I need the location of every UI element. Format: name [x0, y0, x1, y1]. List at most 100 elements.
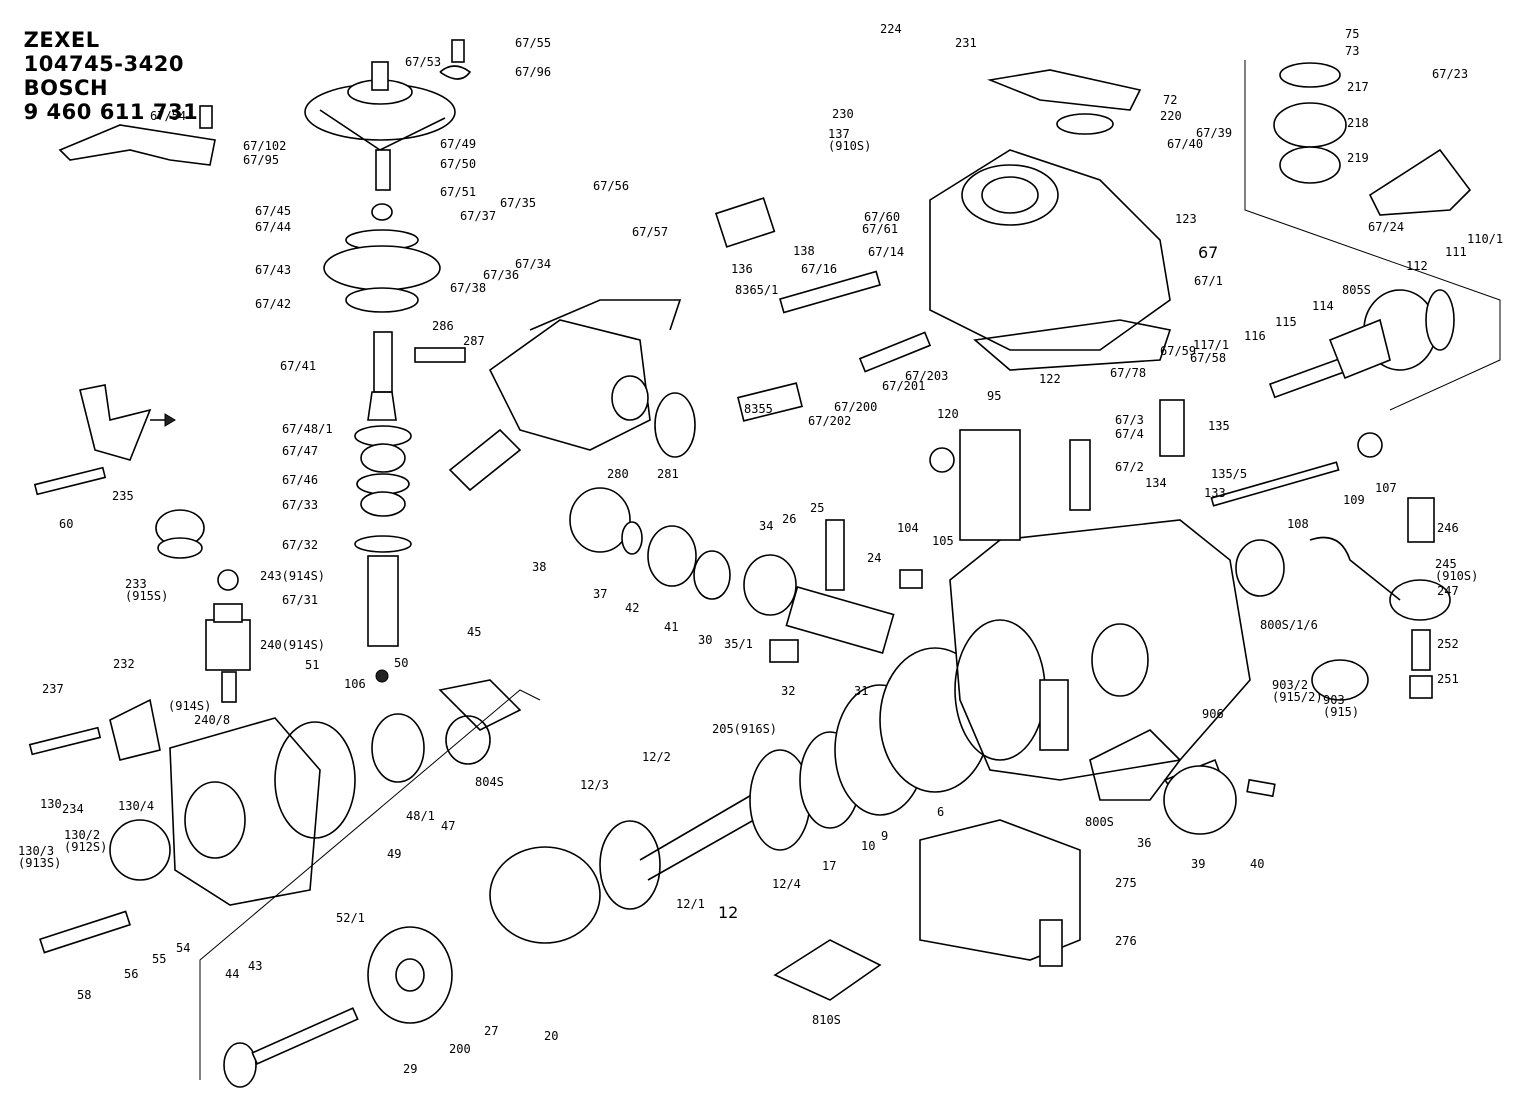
callout-231: 231	[955, 36, 977, 50]
callout-219: 219	[1347, 151, 1369, 165]
maker-bosch: BOSCH	[23, 76, 109, 100]
callout-25: 25	[810, 501, 824, 515]
callout-12-3: 12/3	[580, 778, 609, 792]
lever-housing-assembly	[414, 299, 696, 492]
callout-135-5: 135/5	[1211, 467, 1247, 481]
callout-73: 73	[1345, 44, 1359, 58]
callout-122: 122	[1039, 372, 1061, 386]
callout-44: 44	[225, 967, 239, 981]
governor-cover-assembly	[58, 39, 472, 683]
callout-26: 26	[782, 512, 796, 526]
callout-112: 112	[1406, 259, 1428, 273]
callout-109: 109	[1343, 493, 1365, 507]
callout-111: 111	[1445, 245, 1467, 259]
callout-37: 37	[593, 587, 607, 601]
callout-67-31: 67/31	[282, 593, 318, 607]
callout-105: 105	[932, 534, 954, 548]
right-side-parts	[1159, 289, 1455, 835]
pump-body-front-left	[28, 679, 522, 954]
callout-67-36: 67/36	[483, 268, 519, 282]
callout-116: 116	[1244, 329, 1266, 343]
callout-108: 108	[1287, 517, 1309, 531]
callout--914S: (914S)	[168, 699, 211, 713]
callout-75: 75	[1345, 27, 1359, 41]
callout-67-40: 67/40	[1167, 137, 1203, 151]
group-label-12: 12	[718, 903, 738, 922]
callout-27: 27	[484, 1024, 498, 1038]
callout-117-1: 117/1	[1193, 338, 1229, 352]
callout-67-58: 67/58	[1190, 351, 1226, 365]
callout-237: 237	[42, 682, 64, 696]
callout-903-2-915-2: 903/2(915/2)	[1272, 678, 1323, 704]
callout-67-53: 67/53	[405, 55, 441, 69]
callout-123: 123	[1175, 212, 1197, 226]
upper-head-assembly	[714, 62, 1472, 422]
callout-67-16: 67/16	[801, 262, 837, 276]
frame-line-right	[1244, 60, 1501, 411]
callout-36: 36	[1137, 836, 1151, 850]
callout-67-48-1: 67/48/1	[282, 422, 333, 436]
callout-67-41: 67/41	[280, 359, 316, 373]
callout-49: 49	[387, 847, 401, 861]
callout-138: 138	[793, 244, 815, 258]
callout-8355: 8355	[744, 402, 773, 416]
callout-135: 135	[1208, 419, 1230, 433]
callout-286: 286	[432, 319, 454, 333]
callout-134: 134	[1145, 476, 1167, 490]
callout-9: 9	[881, 829, 888, 843]
callout-115: 115	[1275, 315, 1297, 329]
callout-24: 24	[867, 551, 881, 565]
callout-67-2: 67/2	[1115, 460, 1144, 474]
callout-55: 55	[152, 952, 166, 966]
callout-67-47: 67/47	[282, 444, 318, 458]
callout-41: 41	[664, 620, 678, 634]
callout-29: 29	[403, 1062, 417, 1076]
callout-31: 31	[854, 684, 868, 698]
callout-903-915: 903(915)	[1323, 693, 1359, 719]
callout-133: 133	[1204, 486, 1226, 500]
callout-243-914S: 243(914S)	[260, 569, 325, 583]
diagram-header: ZEXEL 104745-3420 BOSCH 9 460 611 731	[8, 4, 216, 124]
callout-67-33: 67/33	[282, 498, 318, 512]
callout-114: 114	[1312, 299, 1334, 313]
callout-233-915S: 233(915S)	[125, 577, 168, 603]
callout-245-910S: 245(910S)	[1435, 557, 1478, 583]
callout-67-51: 67/51	[440, 185, 476, 199]
callout-20: 20	[544, 1029, 558, 1043]
callout-67-203: 67/203	[905, 369, 948, 383]
callout-67-38: 67/38	[450, 281, 486, 295]
callout-67-57: 67/57	[632, 225, 668, 239]
callout-67-3: 67/3	[1115, 413, 1144, 427]
drive-shaft-assembly	[223, 647, 991, 1088]
callout-247: 247	[1437, 584, 1459, 598]
callout-35-1: 35/1	[724, 637, 753, 651]
callout-136: 136	[731, 262, 753, 276]
callout-67-55: 67/55	[515, 36, 551, 50]
callout-58: 58	[77, 988, 91, 1002]
callout-120: 120	[937, 407, 959, 421]
callout-810S: 810S	[812, 1013, 841, 1027]
callout-130-3-913S: 130/3(913S)	[18, 844, 61, 870]
callout-67-14: 67/14	[868, 245, 904, 259]
callout-252: 252	[1437, 637, 1459, 651]
callout-67-59: 67/59	[1160, 344, 1196, 358]
gasket-sheet	[773, 939, 882, 1001]
callout-34: 34	[759, 519, 773, 533]
callout-130: 130	[40, 797, 62, 811]
callout-72: 72	[1163, 93, 1177, 107]
callout-6: 6	[937, 805, 944, 819]
callout-110-1: 110/1	[1467, 232, 1503, 246]
callout-32: 32	[781, 684, 795, 698]
callout-800S: 800S	[1085, 815, 1114, 829]
callout-12-1: 12/1	[676, 897, 705, 911]
callout-67-95: 67/95	[243, 153, 279, 167]
callout-30: 30	[698, 633, 712, 647]
callout-67-46: 67/46	[282, 473, 318, 487]
callout-67-49: 67/49	[440, 137, 476, 151]
callout-43: 43	[248, 959, 262, 973]
callout-48-1: 48/1	[406, 809, 435, 823]
callout-10: 10	[861, 839, 875, 853]
callout-805S: 805S	[1342, 283, 1371, 297]
frame-line-bottom	[199, 689, 541, 1080]
